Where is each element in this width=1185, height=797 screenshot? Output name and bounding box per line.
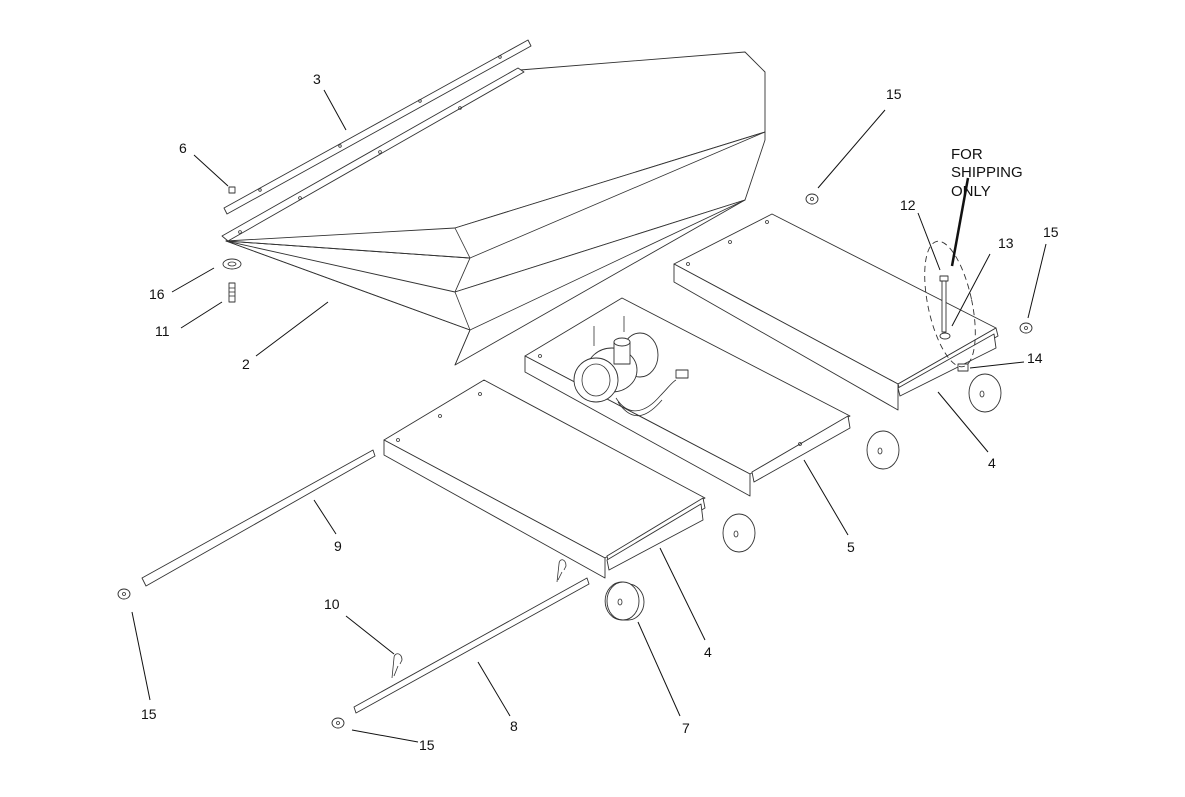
callout-8: 8: [510, 718, 518, 734]
callout-15-right: 15: [1043, 224, 1059, 240]
clip-10: [391, 653, 403, 679]
callout-9: 9: [334, 538, 342, 554]
retaining-ring-15-bottom: [331, 717, 345, 729]
note-line-1: FOR: [951, 146, 983, 163]
rod-9: [141, 449, 376, 587]
wheel-7b: [722, 513, 756, 553]
retaining-ring-15-right: [1019, 322, 1033, 334]
callout-15-left: 15: [141, 706, 157, 722]
clip-14: [957, 363, 969, 372]
callout-4-left: 4: [704, 644, 712, 660]
wheel-7c: [866, 430, 900, 470]
callout-14: 14: [1027, 350, 1043, 366]
callout-11: 11: [155, 323, 170, 339]
callout-15-top: 15: [886, 86, 902, 102]
callout-4-right: 4: [988, 455, 996, 471]
callout-2: 2: [242, 356, 250, 372]
washer-16: [222, 258, 242, 270]
callout-6: 6: [179, 140, 187, 156]
callout-12: 12: [900, 197, 916, 213]
mounting-strip: [223, 39, 532, 215]
callout-15-bottom: 15: [419, 737, 435, 753]
callout-5: 5: [847, 539, 855, 555]
wheel-7d: [968, 373, 1002, 413]
callout-3: 3: [313, 71, 321, 87]
retaining-ring-15-left: [117, 588, 131, 600]
rod-8: [353, 577, 590, 714]
nut-6: [228, 186, 236, 194]
callout-13: 13: [998, 235, 1014, 251]
blower-motor: [573, 316, 689, 417]
callout-16: 16: [149, 286, 165, 302]
note-line-3: ONLY: [951, 183, 991, 200]
washer-13: [939, 332, 951, 340]
shipping-only-outline: [924, 240, 976, 368]
callout-7: 7: [682, 720, 690, 736]
base-plate-left: [383, 379, 706, 579]
wheel-7: [604, 581, 645, 621]
shipping-bolt-12: [939, 275, 949, 333]
note-line-2: SHIPPING: [951, 164, 1023, 181]
bolt-11: [228, 282, 236, 303]
callout-10: 10: [324, 596, 340, 612]
hopper-housing: [221, 51, 766, 366]
clip-10b: [556, 559, 567, 583]
retaining-ring-15-top: [805, 193, 819, 205]
base-plate-right: [673, 213, 999, 411]
